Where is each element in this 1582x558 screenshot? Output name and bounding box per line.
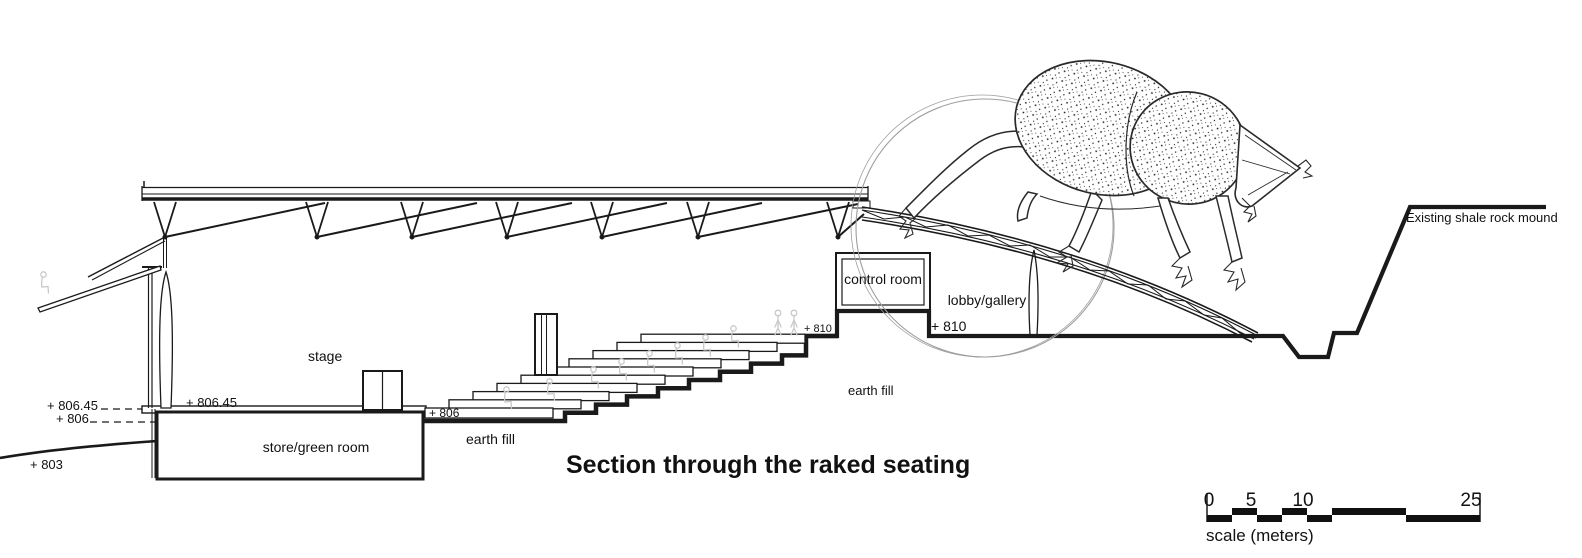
label-lobby-gallery: lobby/gallery xyxy=(948,292,1027,308)
elevation-810-seating-top: + 810 xyxy=(804,323,832,335)
drawing-title: Section through the raked seating xyxy=(566,451,970,479)
label-earth-fill-left: earth fill xyxy=(466,431,515,447)
annotation-labels: + 806.45 + 806 + 803 + 806.45 stage stor… xyxy=(30,210,1558,479)
tapered-column-lobby xyxy=(1028,249,1039,336)
label-existing-shale-rock-mound: Existing shale rock mound xyxy=(1406,210,1558,225)
scale-tick-5: 5 xyxy=(1246,490,1257,511)
beetle-claw xyxy=(1241,197,1257,223)
canopy-strut xyxy=(87,236,166,278)
scale-tick-10: 10 xyxy=(1292,490,1313,511)
elevation-803: + 803 xyxy=(30,457,63,472)
seating-platform xyxy=(424,407,554,419)
section-linework xyxy=(0,181,1546,481)
beetle-head-ridges xyxy=(1241,134,1297,196)
scale-bar: 0 5 10 25 scale (meters) xyxy=(1204,490,1482,545)
seating-column xyxy=(534,313,558,376)
scale-caption: scale (meters) xyxy=(1206,526,1314,545)
label-store-green-room: store/green room xyxy=(263,439,370,455)
dung-ball-sketch xyxy=(850,94,1115,358)
scale-tick-25: 25 xyxy=(1460,490,1481,511)
beetle-head xyxy=(1234,123,1302,208)
elevation-806-45-left: + 806.45 xyxy=(47,398,98,413)
beetle-leg xyxy=(1156,197,1191,260)
beetle-body-seam xyxy=(1125,91,1138,197)
elevation-810-lobby: + 810 xyxy=(931,318,967,334)
beetle-leg xyxy=(1016,191,1039,222)
beetle-leg xyxy=(1068,188,1103,254)
beetle-belly xyxy=(1039,195,1161,210)
beetle-front-foot xyxy=(898,207,917,240)
beetle-foot xyxy=(1055,245,1074,273)
label-control-room: control room xyxy=(844,271,922,287)
control-room-box xyxy=(835,252,931,313)
beetle-antenna xyxy=(1297,159,1314,179)
store-green-room xyxy=(151,409,425,481)
beetle-pronotum-stipple xyxy=(1130,91,1246,205)
roof-plane xyxy=(141,181,871,209)
scale-tick-0: 0 xyxy=(1204,490,1215,511)
scale-bar-ticks: 0 5 10 25 xyxy=(1204,490,1482,511)
canopy-blade xyxy=(37,265,162,313)
truss-lattice-zigzag xyxy=(861,209,1257,339)
tapered-column-left xyxy=(158,269,174,409)
elevation-806-seating: + 806 xyxy=(429,406,460,420)
curved-truss xyxy=(861,206,1259,343)
stage-speaker-box xyxy=(362,370,403,411)
canopy-strut xyxy=(91,240,166,281)
elevation-806-left: + 806 xyxy=(56,411,89,426)
beetle-foot xyxy=(1222,261,1246,292)
existing-ground-line-left xyxy=(0,439,158,460)
beetle-leg xyxy=(1215,195,1243,264)
spectator-figure xyxy=(40,271,50,294)
beetle-foot xyxy=(1170,257,1193,289)
dung-beetle-illustration xyxy=(898,59,1314,292)
elevation-806-45-stage: + 806.45 xyxy=(186,395,237,410)
label-earth-fill-right: earth fill xyxy=(848,383,894,398)
label-stage: stage xyxy=(308,348,342,364)
scale-bar-segments xyxy=(1207,508,1480,522)
ground-profile-line xyxy=(806,204,1546,360)
roof-tie-rods xyxy=(164,202,865,238)
spectator-figure xyxy=(774,309,782,336)
spectator-figure xyxy=(790,309,798,336)
left-wall-and-canopy xyxy=(37,236,174,409)
seating-structure-line xyxy=(423,333,838,424)
